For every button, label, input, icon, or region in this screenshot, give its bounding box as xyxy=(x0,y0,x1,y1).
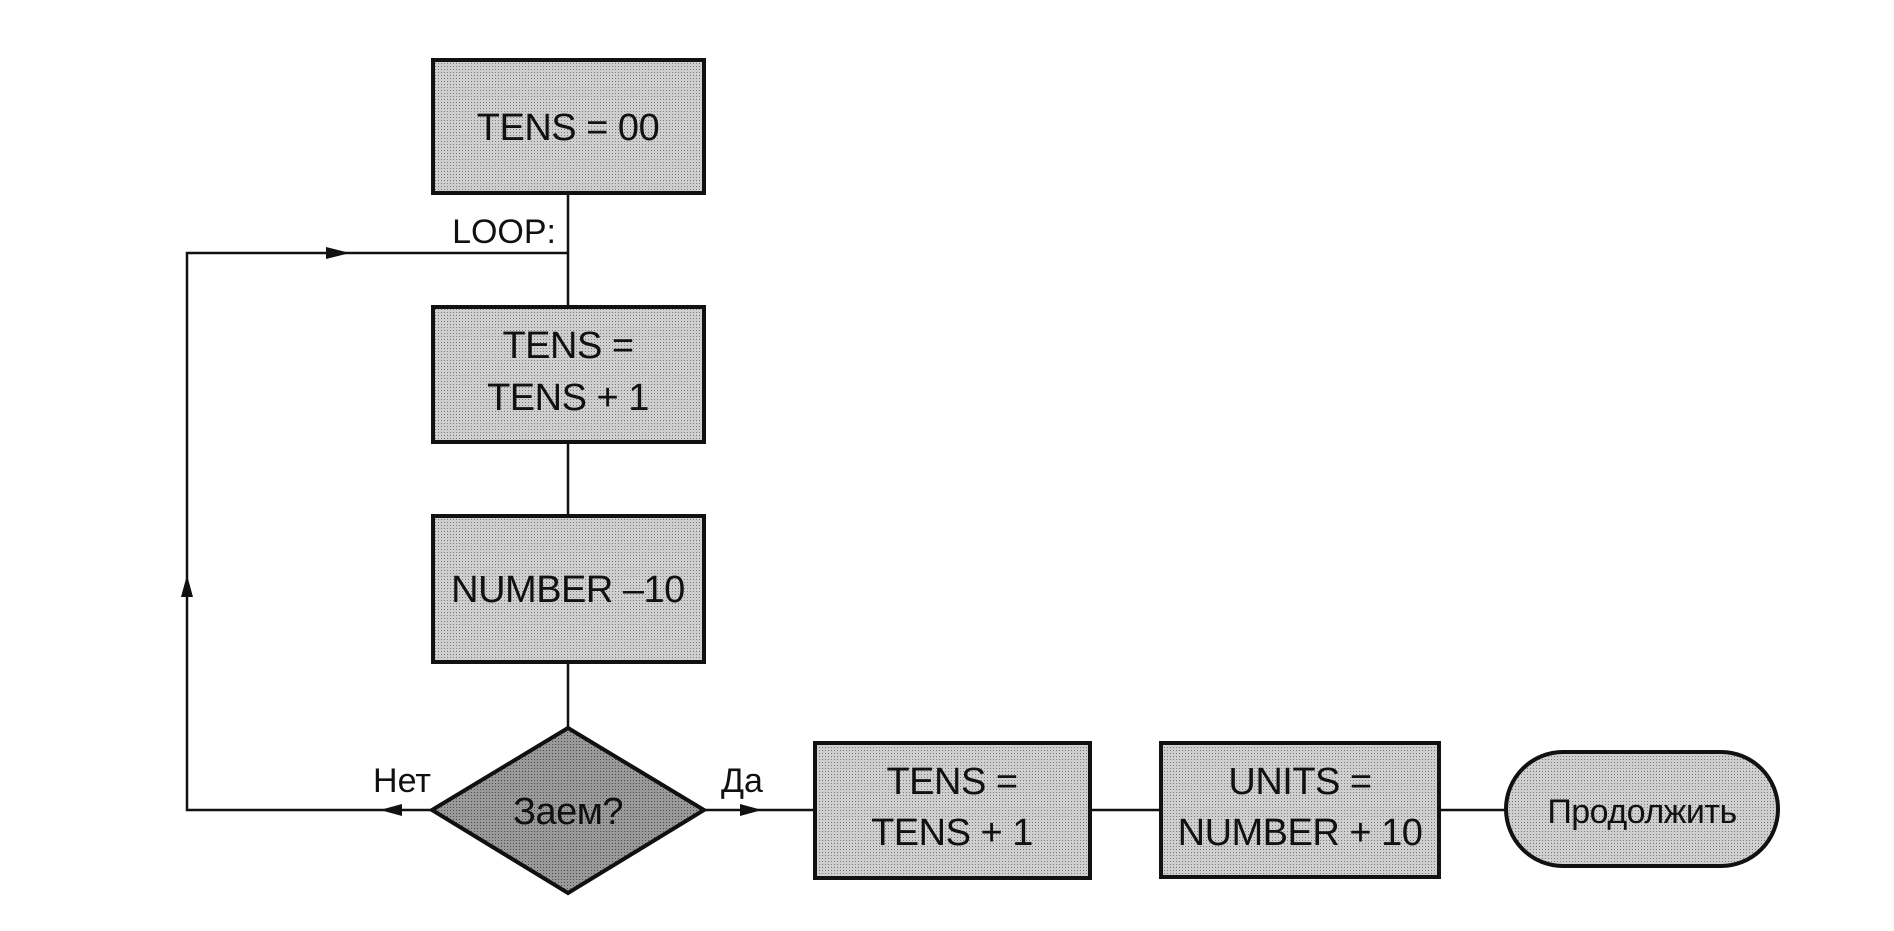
connectors xyxy=(181,193,1506,816)
yes-arrow-right-icon xyxy=(740,804,762,816)
node-init: TENS = 00 xyxy=(431,58,706,195)
node-subtract: NUMBER –10 xyxy=(431,514,706,664)
node-continue: Продолжить xyxy=(1504,750,1780,868)
loop-arrow-right-icon xyxy=(326,247,350,259)
yes-label: Да xyxy=(721,762,763,800)
node-tens-increment-line-1: TENS = xyxy=(886,761,1017,803)
loop-label: LOOP: xyxy=(452,213,556,251)
loop-back-path xyxy=(185,251,568,812)
label-loop-group: LOOP: xyxy=(452,213,556,251)
node-increment-line-2: TENS + 1 xyxy=(487,377,649,419)
node-decision-label: Заем? xyxy=(513,791,623,833)
node-decision: Заем? xyxy=(428,725,708,896)
node-increment-line-1: TENS = xyxy=(502,325,633,367)
label-yes-group: Да xyxy=(721,762,763,800)
node-tens-increment-line-2: TENS + 1 xyxy=(871,812,1033,854)
node-units-line-1: UNITS = xyxy=(1228,761,1371,803)
node-units: UNITS = NUMBER + 10 xyxy=(1159,741,1441,879)
node-increment: TENS = TENS + 1 xyxy=(431,305,706,444)
node-tens-increment: TENS = TENS + 1 xyxy=(813,741,1092,880)
node-init-label: TENS = 00 xyxy=(477,107,659,149)
label-no-group: Нет xyxy=(373,762,431,800)
node-continue-label: Продолжить xyxy=(1547,793,1736,831)
no-label: Нет xyxy=(373,762,431,800)
loop-arrow-up-icon xyxy=(181,575,193,597)
loop-arrow-left-icon xyxy=(380,804,402,816)
node-units-line-2: NUMBER + 10 xyxy=(1178,812,1423,854)
node-subtract-label: NUMBER –10 xyxy=(451,569,685,611)
